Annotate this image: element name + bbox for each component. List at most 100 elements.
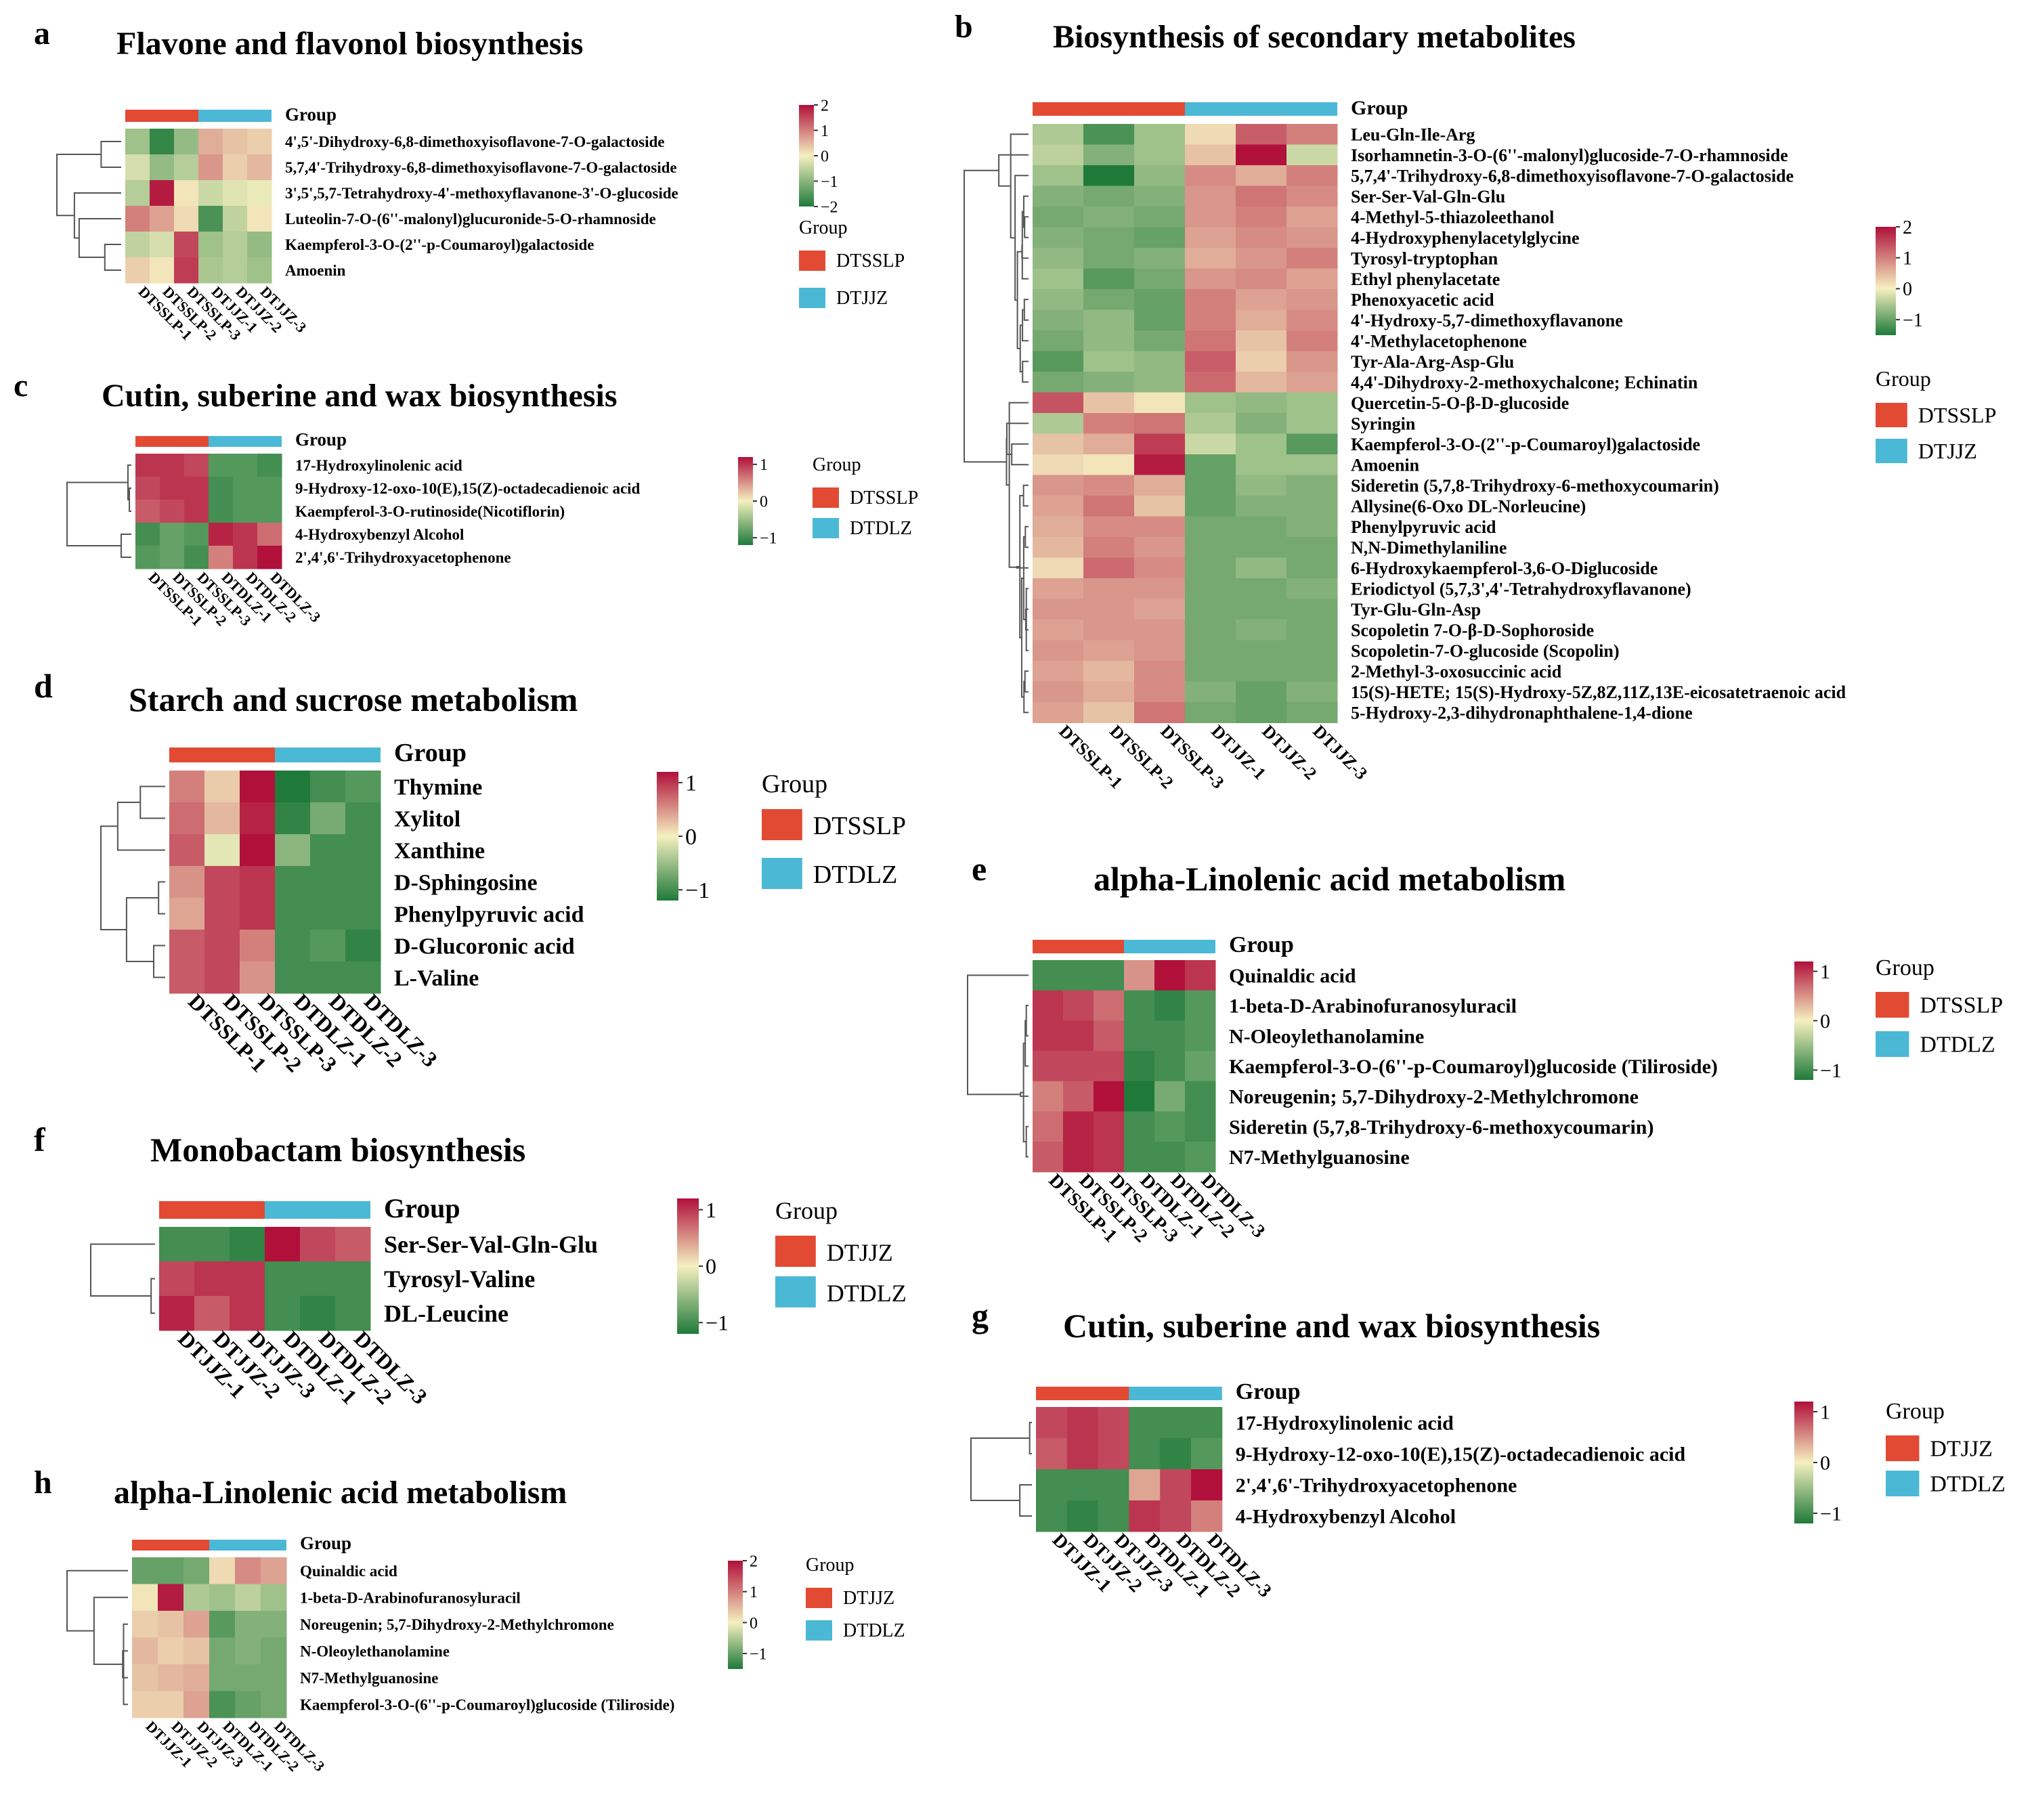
heatmap-cell xyxy=(310,771,346,803)
group-bar-b xyxy=(198,110,272,122)
heatmap-cell xyxy=(150,154,175,181)
heatmap-cell xyxy=(1124,990,1155,1021)
heatmap-cell xyxy=(247,154,272,181)
legend-swatch xyxy=(799,288,825,308)
heatmap-cell xyxy=(183,1637,210,1665)
heatmap-cell xyxy=(1094,960,1125,991)
legend-swatch xyxy=(1886,1435,1920,1461)
dendrogram-branch xyxy=(1020,1091,1029,1098)
heatmap-cell xyxy=(169,961,205,994)
heatmap-cell xyxy=(1134,599,1186,620)
heatmap-cell xyxy=(1185,1142,1216,1173)
heatmap-cell xyxy=(135,500,160,523)
heatmap-cell xyxy=(150,206,175,232)
heatmap-cell xyxy=(159,1261,195,1297)
heatmap-cell xyxy=(1124,1051,1155,1082)
heatmap-cell xyxy=(300,1296,336,1331)
row-label: Xanthine xyxy=(394,838,485,863)
heatmap-cell xyxy=(1134,537,1186,558)
heatmap-cell xyxy=(1033,207,1084,228)
heatmap-cell xyxy=(1036,1407,1068,1439)
heatmap-cell xyxy=(261,1691,287,1718)
heatmap-cell xyxy=(1287,124,1338,145)
heatmap-cell xyxy=(1287,661,1338,682)
heatmap-cell xyxy=(247,257,272,284)
heatmap-cell xyxy=(1033,1111,1064,1142)
heatmap-cell xyxy=(1185,661,1236,682)
row-label: Noreugenin; 5,7-Dihydroxy-2-Methylchromo… xyxy=(1229,1086,1639,1108)
heatmap-cell xyxy=(1083,475,1135,496)
heatmap-cell xyxy=(230,1261,265,1297)
heatmap-cell xyxy=(159,1296,195,1331)
heatmap-cell xyxy=(1066,1469,1099,1501)
heatmap-cell xyxy=(1033,661,1084,682)
scale-tick-label: −1 xyxy=(685,878,710,903)
legend-swatch xyxy=(813,518,839,538)
heatmap-cell xyxy=(209,477,234,500)
scale-tick-label: 1 xyxy=(685,771,697,796)
legend-swatch xyxy=(806,1620,832,1641)
heatmap-cell xyxy=(345,961,381,994)
heatmap-cell xyxy=(209,1611,236,1638)
scale-tick-label: 0 xyxy=(706,1254,716,1278)
heatmap-cell xyxy=(1287,578,1338,599)
row-label: 5,7,4'-Trihydroxy-6,8-dimethoxyisoflavon… xyxy=(285,159,677,176)
panel-letter: a xyxy=(34,16,50,51)
group-bar-label: Group xyxy=(300,1533,351,1553)
heatmap-cell xyxy=(240,866,276,898)
row-label: Kaempferol-3-O-rutinoside(Nicotiflorin) xyxy=(295,503,565,520)
heatmap-cell xyxy=(132,1691,158,1718)
group-bar-a xyxy=(1033,102,1185,116)
dendrogram-branch xyxy=(1023,299,1029,321)
heatmap-cell xyxy=(169,771,205,803)
heatmap-cell xyxy=(1236,640,1287,662)
heatmap-cell xyxy=(1083,537,1135,558)
heatmap-cell xyxy=(1236,661,1287,682)
scale-tick-label: 1 xyxy=(1903,248,1912,269)
row-label: Phenylpyruvic acid xyxy=(1351,517,1496,537)
heatmap-cell xyxy=(1160,1407,1192,1439)
color-scale-bar xyxy=(1794,1402,1813,1523)
heatmap-cell xyxy=(1083,433,1135,455)
dendrogram-branch xyxy=(1024,216,1029,238)
heatmap-cell xyxy=(345,898,381,930)
heatmap-cell xyxy=(1063,1081,1094,1112)
heatmap-cell xyxy=(209,1584,236,1611)
heatmap-cell xyxy=(1036,1438,1068,1470)
color-scale-bar xyxy=(799,105,814,207)
row-label: 6-Hydroxykaempferol-3,6-O-Diglucoside xyxy=(1351,559,1658,578)
dendrogram-branch xyxy=(100,825,127,930)
row-label: Scopoletin 7-O-β-D-Sophoroside xyxy=(1351,620,1594,640)
heatmap-cell xyxy=(1134,289,1186,310)
heatmap-cell xyxy=(1063,990,1094,1021)
legend-title: Group xyxy=(1876,366,1931,391)
scale-tick-label: 2 xyxy=(750,1553,758,1570)
heatmap-cell xyxy=(1033,433,1084,455)
row-label: Allysine(6-Oxo DL-Norleucine) xyxy=(1351,496,1586,516)
heatmap-cell xyxy=(1236,248,1287,269)
heatmap-cell xyxy=(1083,351,1135,372)
legend-item: DTDLZ xyxy=(843,1620,905,1641)
heatmap-cell xyxy=(1185,537,1236,558)
heatmap-cell xyxy=(1287,496,1338,517)
color-scale-bar xyxy=(1876,227,1896,335)
heatmap-cell xyxy=(198,180,223,207)
legend-item: DTDLZ xyxy=(850,518,912,539)
group-bar-a xyxy=(1033,940,1124,953)
dendrogram-branch xyxy=(1022,309,1029,342)
row-label: L-Valine xyxy=(394,966,479,991)
heatmap-cell xyxy=(240,771,276,803)
row-label: Quinaldic acid xyxy=(300,1563,397,1580)
heatmap-cell xyxy=(223,180,248,207)
heatmap-cell xyxy=(1185,1051,1216,1082)
heatmap-cell xyxy=(1033,413,1084,434)
heatmap-cell xyxy=(1236,330,1287,351)
heatmap-cell xyxy=(1033,144,1084,166)
group-bar-b xyxy=(1124,940,1215,953)
row-label: 5,7,4'-Trihydroxy-6,8-dimethoxyisoflavon… xyxy=(1351,166,1794,186)
heatmap-cell xyxy=(1287,413,1338,434)
heatmap-cell xyxy=(1066,1500,1099,1532)
legend-item: DTSSLP xyxy=(850,488,918,508)
